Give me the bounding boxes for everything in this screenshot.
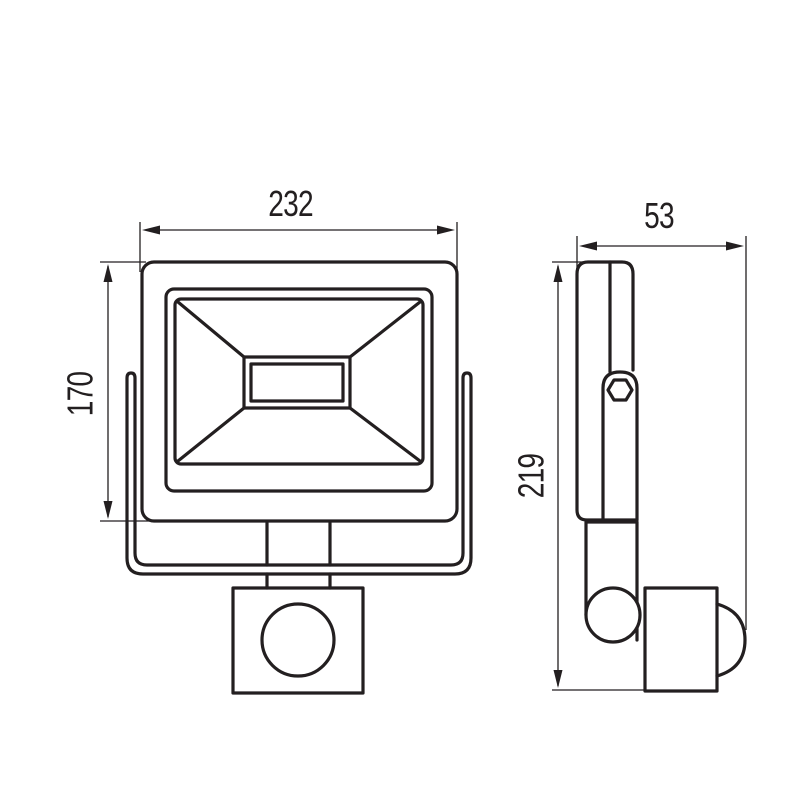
front-view bbox=[100, 222, 473, 695]
label-front-width: 232 bbox=[262, 186, 319, 222]
pir-sensor-box-side bbox=[643, 586, 719, 693]
front-width-value: 232 bbox=[268, 183, 313, 224]
dimension-front-width bbox=[139, 222, 458, 272]
bracket-arm bbox=[601, 370, 639, 522]
pir-dome bbox=[715, 602, 747, 678]
dimension-side-depth bbox=[576, 236, 747, 630]
housing-bezel bbox=[164, 287, 434, 493]
front-height-value: 170 bbox=[59, 371, 101, 417]
sensor-pivot bbox=[584, 586, 642, 644]
led-module-inner bbox=[249, 362, 345, 403]
led-module-outer bbox=[242, 355, 352, 410]
pir-sensor-box bbox=[231, 586, 365, 695]
label-side-depth: 53 bbox=[640, 198, 678, 234]
pivot-block bbox=[265, 521, 332, 590]
hex-bolt-icon bbox=[606, 378, 634, 402]
label-front-height: 170 bbox=[59, 365, 101, 422]
housing-profile bbox=[575, 260, 635, 522]
housing-outer bbox=[140, 260, 459, 523]
pir-lens bbox=[260, 602, 336, 678]
dimension-side-height bbox=[552, 261, 645, 691]
reflector bbox=[173, 297, 425, 466]
side-view bbox=[552, 236, 747, 693]
label-side-height: 219 bbox=[510, 447, 552, 504]
side-depth-value: 53 bbox=[644, 195, 674, 236]
reflector-facets bbox=[176, 300, 422, 463]
side-height-value: 219 bbox=[510, 453, 552, 499]
u-bracket bbox=[125, 371, 473, 576]
